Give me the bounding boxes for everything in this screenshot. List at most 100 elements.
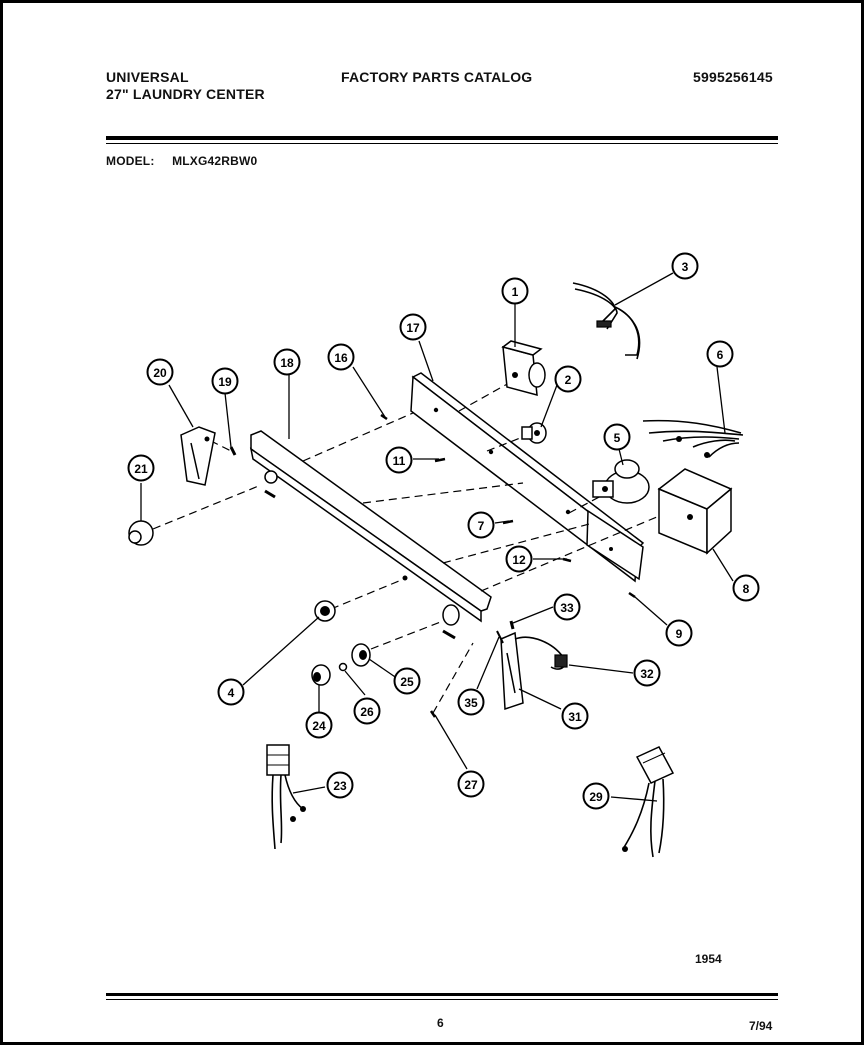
callout-19: 19 — [211, 367, 239, 395]
callout-circle — [603, 423, 631, 451]
header-rule-thick — [106, 136, 778, 140]
callout-number: 6 — [717, 348, 724, 362]
revision-date: 7/94 — [749, 1019, 773, 1033]
callout-6: 6 — [706, 340, 734, 368]
callout-leaders — [140, 272, 734, 802]
button-part-4 — [314, 600, 336, 622]
callout-circle — [146, 358, 174, 386]
page-number: 6 — [437, 1016, 444, 1030]
callout-circle — [217, 678, 245, 706]
callout-5: 5 — [603, 423, 631, 451]
brand-block: UNIVERSAL 27" LAUNDRY CENTER — [106, 69, 265, 103]
switch-part — [521, 422, 547, 444]
callout-number: 5 — [614, 431, 621, 445]
module-box-part — [657, 468, 733, 555]
callout-number: 1 — [512, 285, 519, 299]
callout-circle — [671, 252, 699, 280]
callout-number: 19 — [218, 375, 232, 389]
callout-33: 33 — [553, 593, 581, 621]
catalog-number: 5995256145 — [693, 69, 773, 85]
callout-number: 35 — [464, 696, 478, 710]
callout-12: 12 — [505, 545, 533, 573]
callout-number: 12 — [512, 553, 526, 567]
callouts: 1234567891112161718192021232425262729313… — [127, 252, 760, 810]
callout-3: 3 — [671, 252, 699, 280]
callout-circle — [505, 545, 533, 573]
callout-circle — [582, 782, 610, 810]
callout-number: 26 — [360, 705, 374, 719]
header-rule-thin — [106, 143, 778, 144]
callout-circle — [706, 340, 734, 368]
callout-31: 31 — [561, 702, 589, 730]
callout-27: 27 — [457, 770, 485, 798]
callout-26: 26 — [353, 697, 381, 725]
callout-circle — [327, 343, 355, 371]
callout-circle — [127, 454, 155, 482]
callout-number: 9 — [676, 627, 683, 641]
callout-24: 24 — [305, 711, 333, 739]
wire-harness-6 — [642, 419, 744, 458]
console-panel — [249, 430, 492, 640]
callout-circle — [457, 688, 485, 716]
footer-rule-thin — [106, 999, 778, 1000]
catalog-title: FACTORY PARTS CATALOG — [341, 69, 533, 85]
callout-circle — [665, 619, 693, 647]
figure-number: 1954 — [695, 952, 722, 966]
callout-number: 29 — [589, 790, 603, 804]
callout-20: 20 — [146, 358, 174, 386]
callout-circle — [305, 711, 333, 739]
callout-circle — [553, 593, 581, 621]
callout-number: 31 — [568, 710, 582, 724]
callout-number: 2 — [565, 373, 572, 387]
callout-number: 3 — [682, 260, 689, 274]
model-row: MODEL: MLXG42RBW0 — [106, 154, 257, 168]
callout-number: 21 — [134, 462, 148, 476]
callout-number: 32 — [640, 667, 654, 681]
callout-circle — [633, 659, 661, 687]
exploded-parts-diagram: 1234567891112161718192021232425262729313… — [127, 252, 760, 858]
callout-21: 21 — [127, 454, 155, 482]
callout-number: 8 — [743, 582, 750, 596]
knob-part-24 — [311, 664, 331, 686]
callout-circle — [399, 313, 427, 341]
callout-number: 7 — [478, 519, 485, 533]
brand-name: UNIVERSAL — [106, 69, 189, 85]
callout-number: 27 — [464, 778, 478, 792]
model-value: MLXG42RBW0 — [172, 154, 258, 168]
footer-rule-thick — [106, 993, 778, 996]
callout-25: 25 — [393, 667, 421, 695]
callout-circle — [561, 702, 589, 730]
washer-part-26 — [338, 662, 348, 672]
callout-7: 7 — [467, 511, 495, 539]
callout-11: 11 — [385, 446, 413, 474]
callout-17: 17 — [399, 313, 427, 341]
control-bracket — [410, 372, 645, 583]
callout-2: 2 — [554, 365, 582, 393]
wire-harness-29 — [622, 746, 675, 858]
callout-4: 4 — [217, 678, 245, 706]
callout-9: 9 — [665, 619, 693, 647]
callout-circle — [457, 770, 485, 798]
bracket-part-20 — [180, 426, 216, 486]
knob-part-21 — [128, 520, 154, 546]
motor-part — [592, 459, 650, 504]
callout-29: 29 — [582, 782, 610, 810]
callout-circle — [554, 365, 582, 393]
callout-circle — [273, 348, 301, 376]
switch-bracket-part-31 — [496, 620, 568, 711]
callout-8: 8 — [732, 574, 760, 602]
model-label: MODEL: — [106, 154, 155, 168]
callout-1: 1 — [501, 277, 529, 305]
callout-32: 32 — [633, 659, 661, 687]
callout-circle — [353, 697, 381, 725]
callout-number: 33 — [560, 601, 574, 615]
callout-circle — [211, 367, 239, 395]
callout-23: 23 — [326, 771, 354, 799]
callout-35: 35 — [457, 688, 485, 716]
callout-number: 11 — [393, 454, 406, 468]
wire-harness-3 — [572, 282, 641, 360]
callout-number: 17 — [406, 321, 420, 335]
callout-number: 24 — [312, 719, 326, 733]
wire-harness-23 — [266, 744, 306, 850]
